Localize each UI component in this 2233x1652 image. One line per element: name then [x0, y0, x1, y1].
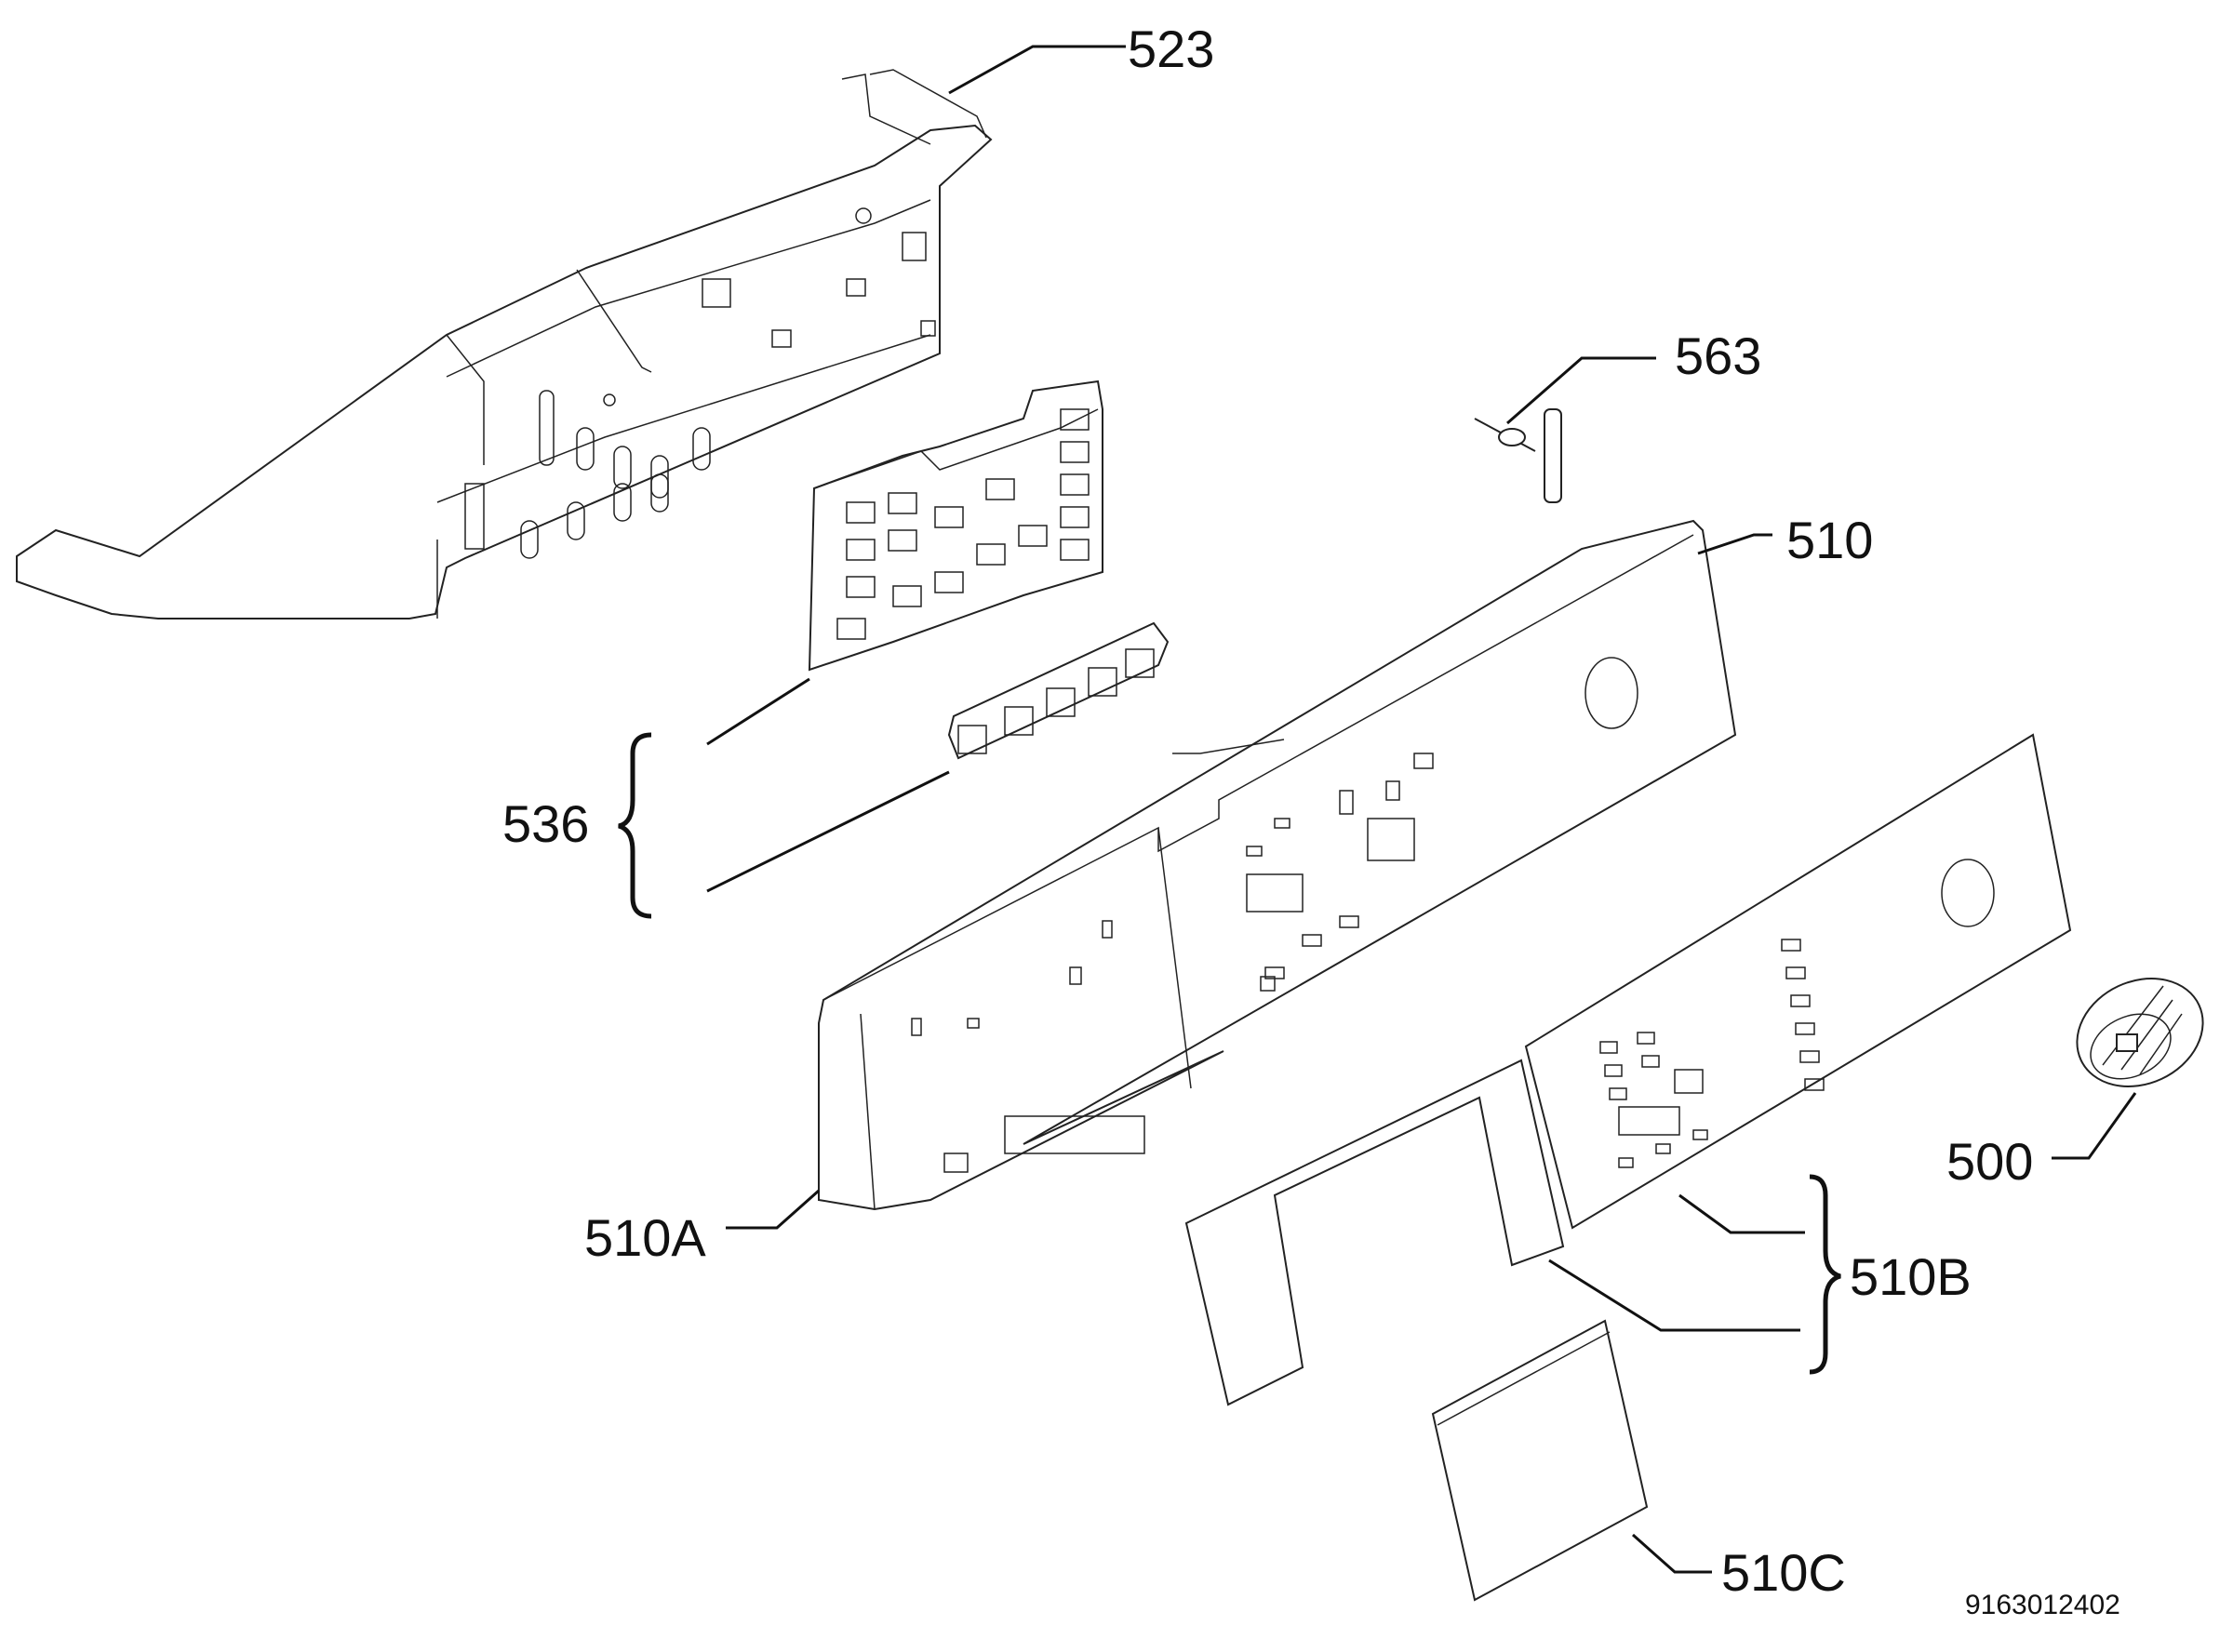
brace-510B — [1809, 1174, 1841, 1375]
callout-536: 536 — [502, 794, 589, 853]
callout-510C: 510C — [1721, 1543, 1846, 1602]
part-563-light-guide — [1474, 408, 1562, 503]
callout-523: 523 — [1128, 20, 1214, 78]
part-510-control-panel — [818, 519, 1737, 1211]
leader-536a — [706, 677, 810, 746]
document-number: 9163012402 — [1965, 1590, 2120, 1620]
leader-510B-b — [1548, 1259, 1800, 1332]
leader-563 — [1506, 356, 1656, 425]
part-510B-decals — [1184, 733, 2072, 1406]
braces — [618, 732, 1841, 1375]
part-500-knob — [2076, 978, 2204, 1087]
leader-500 — [2052, 1092, 2137, 1160]
callout-510: 510 — [1786, 511, 1873, 569]
leader-536b — [706, 770, 950, 893]
leader-510A — [726, 1189, 820, 1230]
leader-510B-a — [1678, 1193, 1805, 1234]
leader-523 — [948, 45, 1126, 95]
callout-500: 500 — [1946, 1132, 2033, 1191]
leader-lines — [706, 45, 2137, 1574]
brace-536 — [618, 732, 652, 919]
callout-labels: 523 563 510 536 500 510A 510B 510C 91630… — [502, 20, 2120, 1620]
callout-510B: 510B — [1850, 1247, 1972, 1306]
part-523-support-bracket — [16, 69, 993, 620]
leader-510 — [1697, 533, 1772, 555]
part-536-electronic-module — [808, 380, 1170, 760]
part-510C-cover-plate — [1431, 1319, 1649, 1602]
leader-510C — [1632, 1533, 1712, 1574]
callout-563: 563 — [1675, 326, 1761, 385]
callout-510A: 510A — [584, 1208, 706, 1267]
